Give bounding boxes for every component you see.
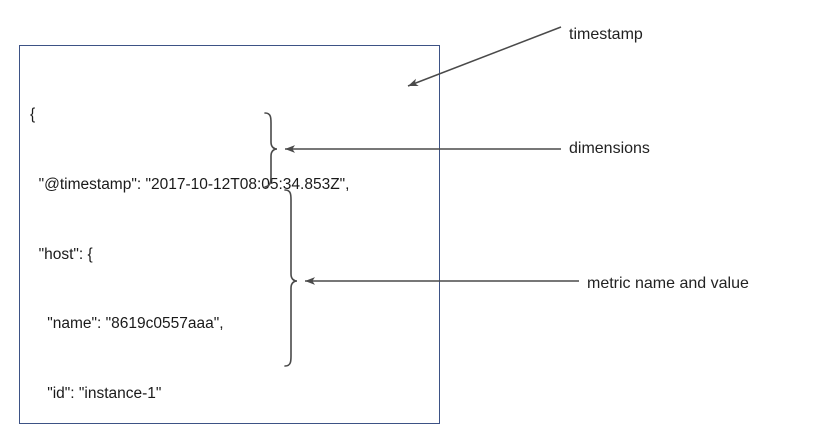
json-line-host-name: "name": "8619c0557aaa", (30, 315, 224, 333)
json-line-timestamp: "@timestamp": "2017-10-12T08:05:34.853Z"… (30, 176, 350, 193)
annotation-label-timestamp: timestamp (569, 26, 643, 43)
json-line-host-id: "id": "instance-1" (30, 384, 162, 402)
annotation-label-metric: metric name and value (587, 275, 749, 292)
json-code-block: { "@timestamp": "2017-10-12T08:05:34.853… (30, 57, 350, 437)
json-line-host-open: "host": { (30, 245, 93, 263)
annotation-label-dimensions: dimensions (569, 140, 650, 157)
json-document-box: { "@timestamp": "2017-10-12T08:05:34.853… (19, 45, 440, 424)
json-line: { (30, 106, 36, 124)
